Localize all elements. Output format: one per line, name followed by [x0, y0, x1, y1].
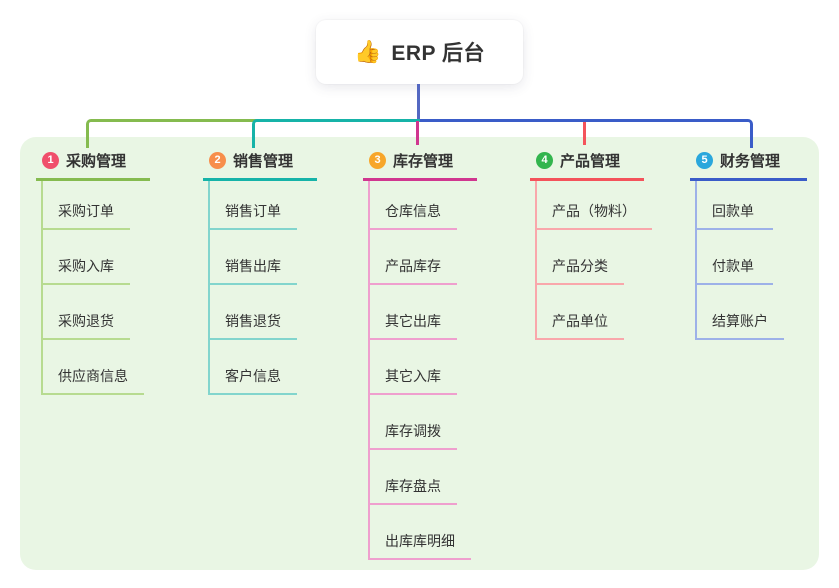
connector-branch-3 — [416, 121, 419, 145]
node-item[interactable]: 付款单 — [697, 230, 773, 285]
node-item-label: 付款单 — [712, 258, 754, 274]
node-item-label: 采购订单 — [58, 203, 114, 219]
branch-4-title[interactable]: 4 产品管理 — [530, 144, 644, 181]
node-item-label: 其它出库 — [385, 313, 441, 329]
node-item-label: 回款单 — [712, 203, 754, 219]
node-item-label: 其它入库 — [385, 368, 441, 384]
branch-2-number-badge: 2 — [209, 151, 226, 169]
node-item[interactable]: 产品单位 — [537, 285, 624, 340]
node-item[interactable]: 采购入库 — [43, 230, 130, 285]
node-item-label: 出库库明细 — [385, 533, 455, 549]
connector-root-line — [417, 84, 420, 122]
branch-1: 1 采购管理采购订单采购入库采购退货供应商信息 — [36, 144, 150, 395]
root-title: ERP 后台 — [391, 42, 486, 65]
node-item[interactable]: 其它出库 — [370, 285, 457, 340]
node-item-label: 供应商信息 — [58, 368, 128, 384]
branch-3-number-badge: 3 — [369, 151, 386, 169]
node-item[interactable]: 库存调拨 — [370, 395, 457, 450]
node-item[interactable]: 回款单 — [697, 181, 773, 230]
connector-branch-4 — [583, 121, 586, 145]
node-item-label: 销售退货 — [225, 313, 281, 329]
node-item[interactable]: 结算账户 — [697, 285, 784, 340]
branch-3-children: 仓库信息产品库存其它出库其它入库库存调拨库存盘点出库库明细 — [368, 181, 471, 560]
connector-branch-5 — [420, 119, 753, 148]
node-item[interactable]: 客户信息 — [210, 340, 297, 395]
node-item-label: 产品单位 — [552, 313, 608, 329]
branch-2-children: 销售订单销售出库销售退货客户信息 — [208, 181, 297, 395]
node-item-label: 库存盘点 — [385, 478, 441, 494]
branch-3: 3 库存管理仓库信息产品库存其它出库其它入库库存调拨库存盘点出库库明细 — [363, 144, 477, 560]
branch-1-number-badge: 1 — [42, 151, 59, 169]
node-item[interactable]: 其它入库 — [370, 340, 457, 395]
branch-5-title[interactable]: 5 财务管理 — [690, 144, 807, 181]
node-item[interactable]: 库存盘点 — [370, 450, 457, 505]
branch-2-title[interactable]: 2 销售管理 — [203, 144, 317, 181]
node-item-label: 仓库信息 — [385, 203, 441, 219]
node-item[interactable]: 采购退货 — [43, 285, 130, 340]
node-item-label: 销售出库 — [225, 258, 281, 274]
node-item[interactable]: 采购订单 — [43, 181, 130, 230]
branch-4-label: 产品管理 — [560, 152, 621, 170]
thumbs-up-icon: 👍 — [353, 39, 382, 64]
branches-panel — [20, 137, 819, 570]
node-item[interactable]: 产品分类 — [537, 230, 624, 285]
node-item[interactable]: 产品库存 — [370, 230, 457, 285]
branch-3-title[interactable]: 3 库存管理 — [363, 144, 477, 181]
branch-3-label: 库存管理 — [393, 152, 454, 170]
branch-5: 5 财务管理回款单付款单结算账户 — [690, 144, 807, 340]
node-item[interactable]: 销售退货 — [210, 285, 297, 340]
branch-1-label: 采购管理 — [66, 152, 127, 170]
branch-5-children: 回款单付款单结算账户 — [695, 181, 784, 340]
node-item[interactable]: 产品（物料） — [537, 181, 652, 230]
node-item-label: 销售订单 — [225, 203, 281, 219]
node-item-label: 采购退货 — [58, 313, 114, 329]
connector-branch-2 — [252, 119, 420, 148]
node-item-label: 产品（物料） — [552, 203, 636, 219]
node-item-label: 结算账户 — [712, 313, 768, 329]
branch-1-children: 采购订单采购入库采购退货供应商信息 — [41, 181, 144, 395]
root-node[interactable]: 👍 ERP 后台 — [316, 20, 523, 84]
node-item-label: 库存调拨 — [385, 423, 441, 439]
node-item-label: 产品分类 — [552, 258, 608, 274]
branch-5-number-badge: 5 — [696, 151, 713, 169]
branch-4: 4 产品管理产品（物料） 产品分类产品单位 — [530, 144, 652, 340]
branch-5-label: 财务管理 — [720, 152, 781, 170]
node-item[interactable]: 销售出库 — [210, 230, 297, 285]
branch-4-children: 产品（物料） 产品分类产品单位 — [535, 181, 652, 340]
node-item[interactable]: 出库库明细 — [370, 505, 471, 560]
node-item-label: 客户信息 — [225, 368, 281, 384]
branch-1-title[interactable]: 1 采购管理 — [36, 144, 150, 181]
branch-2-label: 销售管理 — [233, 152, 294, 170]
branch-2: 2 销售管理销售订单销售出库销售退货客户信息 — [203, 144, 317, 395]
node-item[interactable]: 销售订单 — [210, 181, 297, 230]
node-item[interactable]: 仓库信息 — [370, 181, 457, 230]
node-item[interactable]: 供应商信息 — [43, 340, 144, 395]
node-item-label: 产品库存 — [385, 258, 441, 274]
node-item-label: 采购入库 — [58, 258, 114, 274]
branch-4-number-badge: 4 — [536, 151, 553, 169]
